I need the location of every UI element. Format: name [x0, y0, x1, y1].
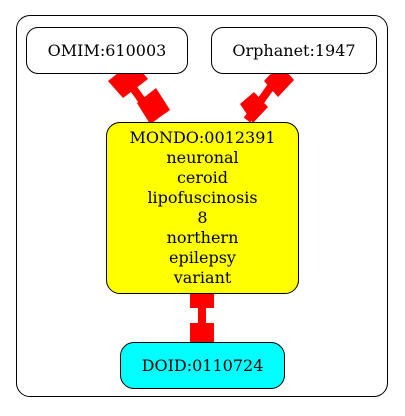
node-doid-label: DOID:0110724: [141, 356, 264, 375]
node-mondo-name-line: 8: [197, 208, 208, 227]
node-doid[interactable]: DOID:0110724: [120, 342, 285, 389]
node-omim-label: OMIM:610003: [47, 41, 167, 60]
node-mondo-name-line: variant: [173, 268, 232, 287]
node-orphanet-label: Orphanet:1947: [232, 41, 356, 60]
node-mondo-name-line: lipofuscinosis: [147, 188, 258, 207]
node-orphanet[interactable]: Orphanet:1947: [211, 27, 377, 74]
node-mondo-id: MONDO:0012391: [129, 128, 276, 147]
edge-mondo-doid: [190, 288, 214, 345]
node-omim[interactable]: OMIM:610003: [26, 27, 188, 74]
node-mondo-name-line: neuronal: [166, 148, 239, 167]
node-mondo[interactable]: MONDO:0012391 neuronal ceroid lipofuscin…: [106, 122, 299, 294]
node-mondo-name-line: epilepsy: [169, 248, 236, 267]
node-mondo-name-line: ceroid: [176, 168, 229, 187]
node-mondo-name-line: northern: [166, 228, 239, 247]
